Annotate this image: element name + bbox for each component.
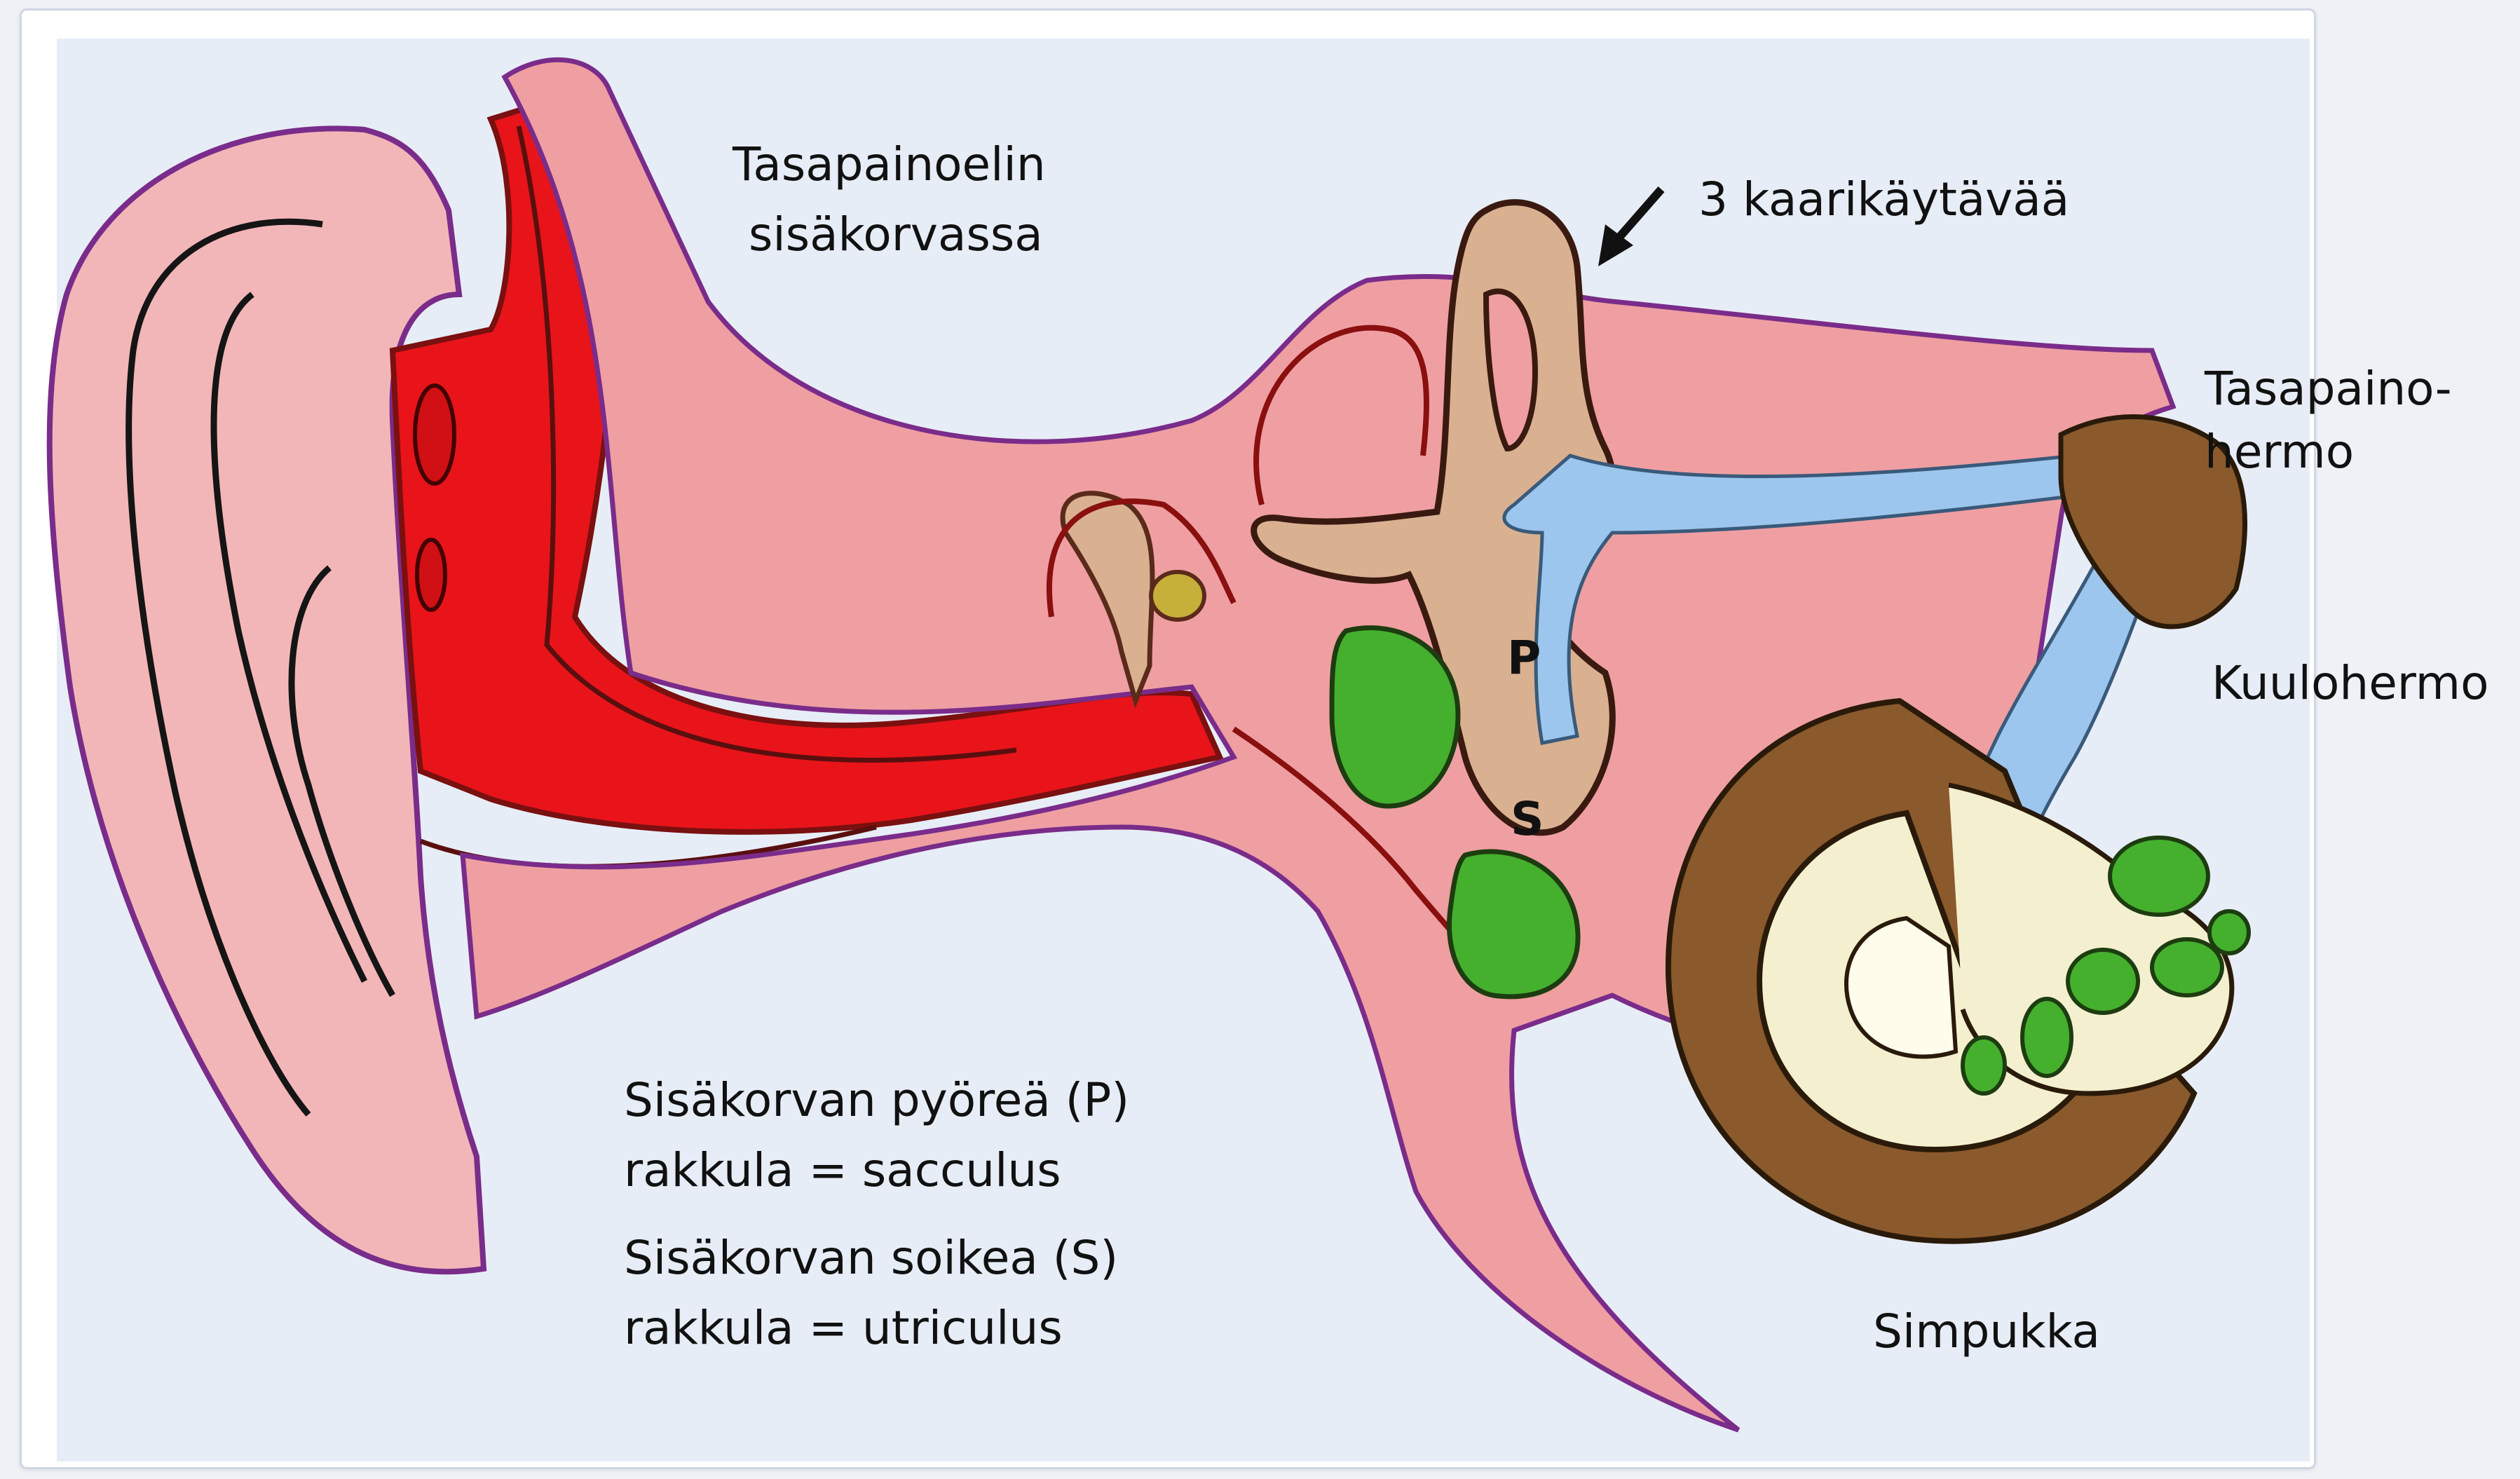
canal-bump-1 <box>415 386 454 484</box>
sacculus-caption-line2: rakkula = sacculus <box>624 1136 1061 1206</box>
vestibular-nerve-label-line1: Tasapaino- <box>2205 354 2452 424</box>
cochlea-green-6 <box>2209 911 2249 953</box>
canal-bump-2 <box>417 540 445 610</box>
cochlea-green-2 <box>2152 939 2222 995</box>
eardrum-knob <box>1151 572 1204 620</box>
vestibular-organ-title-line2: sisäkorvassa <box>749 200 1043 270</box>
cochlea-green-1 <box>2110 838 2208 915</box>
utriculus-caption-line2: rakkula = utriculus <box>624 1293 1063 1363</box>
semicircular-canals-label: 3 kaarikäytävää <box>1698 165 2069 235</box>
cochlea-green-3 <box>2068 950 2138 1013</box>
sacculus-caption-line1: Sisäkorvan pyöreä (P) <box>624 1065 1129 1136</box>
cochlea-label: Simpukka <box>1873 1297 2100 1367</box>
cochlear-nerve-label: Kuulohermo <box>2212 648 2488 718</box>
utriculus-caption-line1: Sisäkorvan soikea (S) <box>624 1223 1118 1293</box>
vestibular-nerve-label-line2: hermo <box>2205 417 2354 487</box>
cochlea-green-5 <box>1963 1037 2005 1093</box>
p-marker: P <box>1507 631 1541 685</box>
cochlea-green-4 <box>2022 999 2071 1076</box>
vestibular-organ-title-line1: Tasapainoelin <box>733 130 1046 200</box>
s-marker: S <box>1511 792 1544 846</box>
